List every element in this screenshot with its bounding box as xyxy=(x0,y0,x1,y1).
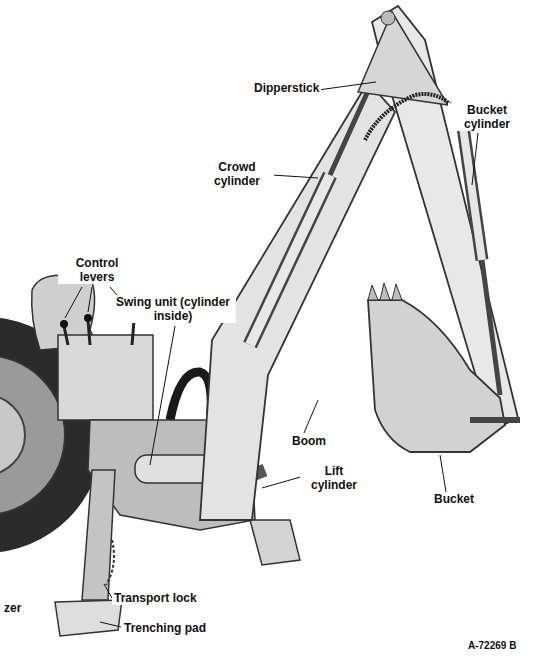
part-label: Trenching pad xyxy=(122,621,208,635)
part-label: Control levers xyxy=(58,256,136,284)
hydraulic-hoses xyxy=(170,372,211,425)
wheel-rim xyxy=(0,355,65,515)
dipperstick-plate xyxy=(358,12,448,105)
stabilizer-foot xyxy=(250,520,300,565)
bucket-teeth xyxy=(368,283,402,300)
leader-lines xyxy=(65,82,478,627)
bucket-cylinder-body xyxy=(462,120,482,260)
part-label: Bucket cylinder xyxy=(448,103,526,131)
crowd-cylinder xyxy=(250,175,330,345)
part-label: Bucket xyxy=(432,492,476,506)
part-label: zer xyxy=(2,601,23,615)
transport-lock-chain xyxy=(106,540,114,585)
part-label: Swing unit (cylinder inside) xyxy=(110,295,236,323)
bucket-cylinder xyxy=(462,120,482,260)
stabilizer-leg xyxy=(82,470,115,600)
pivot-pin xyxy=(381,11,395,25)
part-label: Transport lock xyxy=(112,591,199,605)
bucket-link xyxy=(470,417,520,423)
hose xyxy=(365,94,455,140)
control-console xyxy=(58,335,153,420)
part-label: Lift cylinder xyxy=(300,464,368,492)
part-label: Boom xyxy=(290,434,328,448)
figure-number: A-72269 B xyxy=(466,640,518,652)
part-label: Crowd cylinder xyxy=(200,160,274,188)
wheel-hub xyxy=(0,395,25,475)
bucket xyxy=(368,300,505,452)
part-label: Dipperstick xyxy=(252,81,321,95)
control-levers xyxy=(64,320,134,345)
trenching-pad xyxy=(55,600,122,636)
crowd-cylinder-body xyxy=(250,175,330,345)
bucket-cylinder-rod xyxy=(482,260,500,395)
